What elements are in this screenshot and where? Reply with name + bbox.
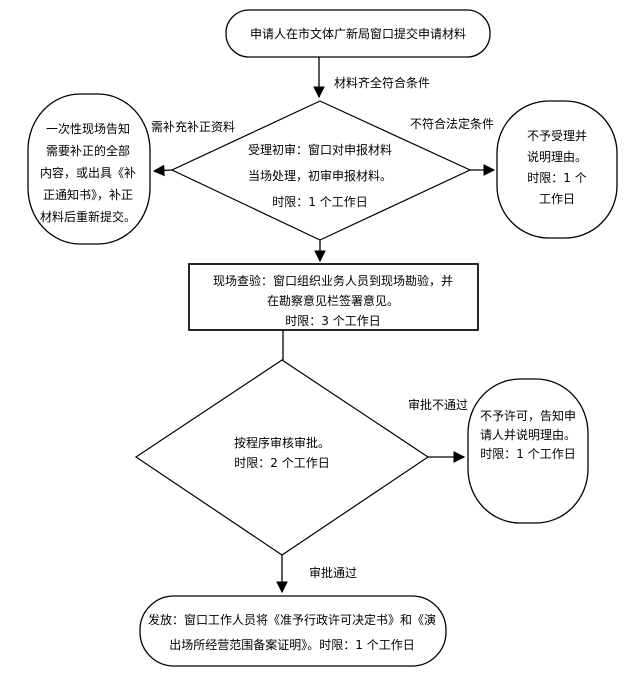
deny-node-text: 不予许可，告知申 请人并说明理由。 时限：1 个工作日 (479, 409, 576, 461)
review-approval-node-text: 按程序审核审批。 时限：2 个工作日 (233, 436, 330, 470)
site-inspection-node-text: 现场查验：窗口组织业务人员到现场勘验，并 在勘察意见栏签署意见。 时限：3 个工… (212, 274, 453, 328)
site-inspection-process-shape (188, 263, 479, 331)
start-terminator-shape (225, 9, 491, 58)
supplement-terminator-shape (27, 93, 151, 245)
edge-label-not-statutory: 不符合法定条件 (410, 117, 495, 131)
deny-terminator-shape (467, 378, 589, 524)
initial-review-node-text: 受理初审：窗口对申报材料 当场处理，初审申报材料。 时限：1 个工作日 (247, 143, 392, 209)
supplement-node-text: 一次性现场告知 需要补正的全部 内容，或出具《补 正通知书》，补正 材料后重新提… (39, 122, 136, 224)
edge-label-approval-passed: 审批通过 (309, 566, 358, 580)
issue-terminator-shape (139, 595, 447, 667)
edge-label-need-supplement: 需补充补正资料 (151, 120, 236, 134)
arrow-initial-review-to-supplement (152, 164, 173, 177)
edge-label-materials-complete: 材料齐全符合条件 (334, 76, 431, 90)
start-node-text: 申请人在市文体广新局窗口提交申请材料 (249, 27, 466, 41)
reject-terminator-shape (496, 100, 618, 239)
reject-node-text: 不予受理并 说明理由。 时限：1 个 工作日 (526, 129, 587, 206)
issue-node-text: 发放：窗口工作人员将《准予行政许可决定书》和《演 出场所经营范围备案证明》。时限… (147, 613, 436, 652)
edge-label-approval-failed: 审批不通过 (408, 398, 469, 412)
